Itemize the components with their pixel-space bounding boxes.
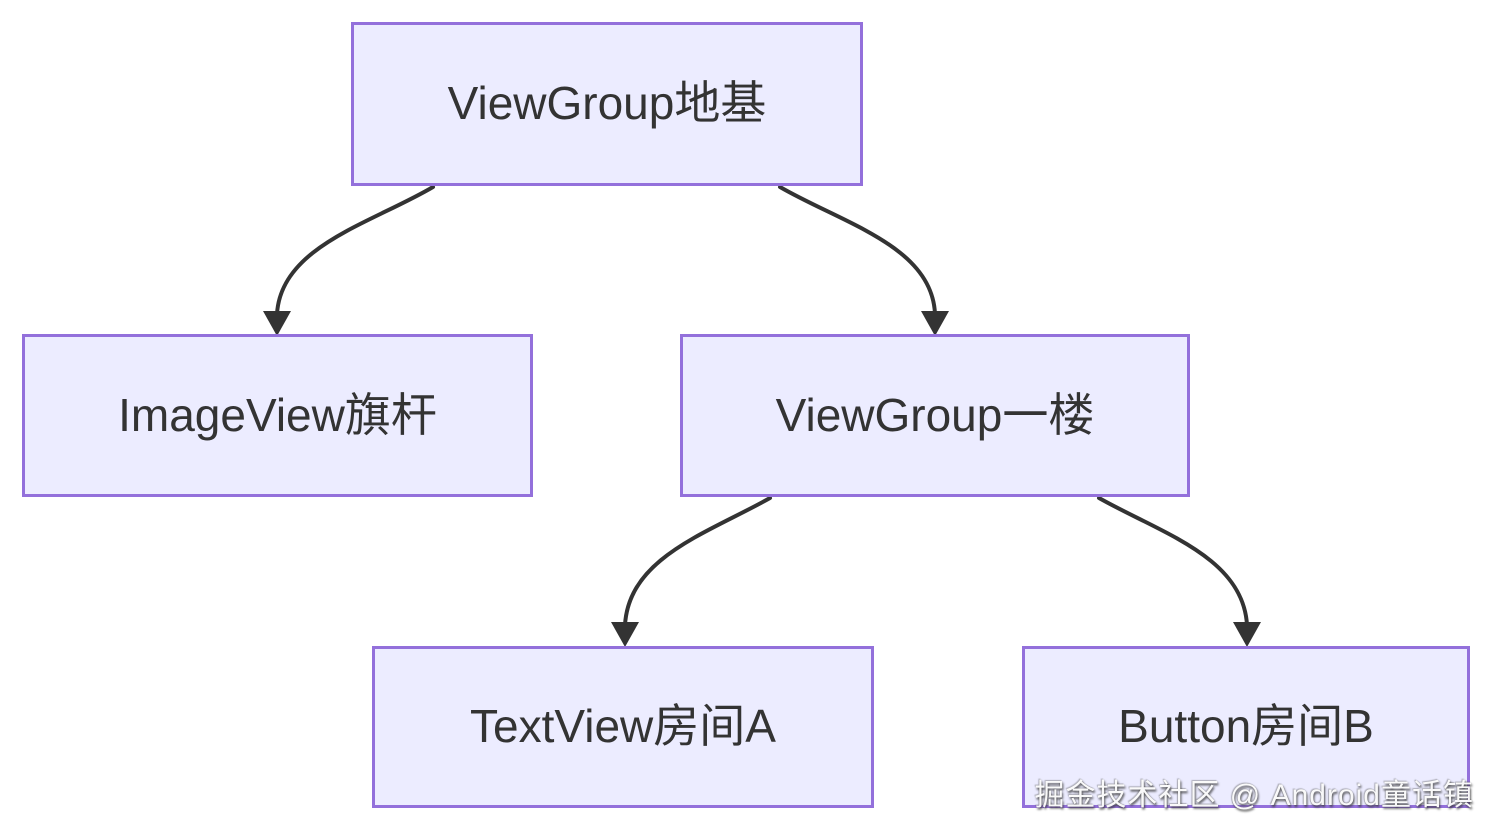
node-label: Button房间B (1118, 700, 1374, 753)
edge-root-to-viewgroup (778, 185, 949, 336)
node-label: ViewGroup地基 (447, 77, 767, 130)
edge-root-to-imageview (263, 185, 435, 336)
watermark-text: 掘金技术社区 @ Android童话镇 (1034, 779, 1474, 812)
node-label: TextView房间A (470, 700, 776, 753)
node-textview-room-a: TextView房间A (372, 646, 874, 808)
node-label: ImageView旗杆 (118, 388, 437, 441)
node-imageview-flagpole: ImageView旗杆 (22, 334, 533, 497)
edge-viewgroup-to-textview (611, 496, 772, 647)
edge-viewgroup-to-button (1097, 496, 1261, 647)
node-button-room-b: Button房间B (1022, 646, 1470, 808)
node-label: ViewGroup一楼 (775, 388, 1095, 441)
node-viewgroup-foundation: ViewGroup地基 (351, 22, 863, 186)
node-viewgroup-first-floor: ViewGroup一楼 (680, 334, 1190, 497)
